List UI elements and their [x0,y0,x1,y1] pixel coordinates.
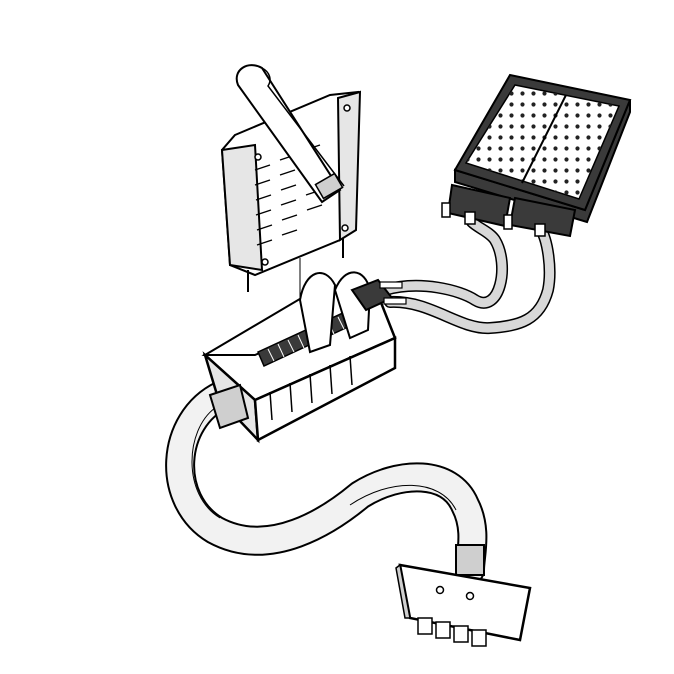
module-connector-right [503,196,577,238]
module-cable-a [379,216,508,309]
card-cage [220,64,362,345]
cage-lever [235,64,345,204]
plug-pins [417,617,487,647]
module-cable-b [384,222,556,335]
main-cable [165,380,488,585]
connector-block [201,271,407,444]
module-grid [441,73,632,238]
end-plug [395,563,532,647]
